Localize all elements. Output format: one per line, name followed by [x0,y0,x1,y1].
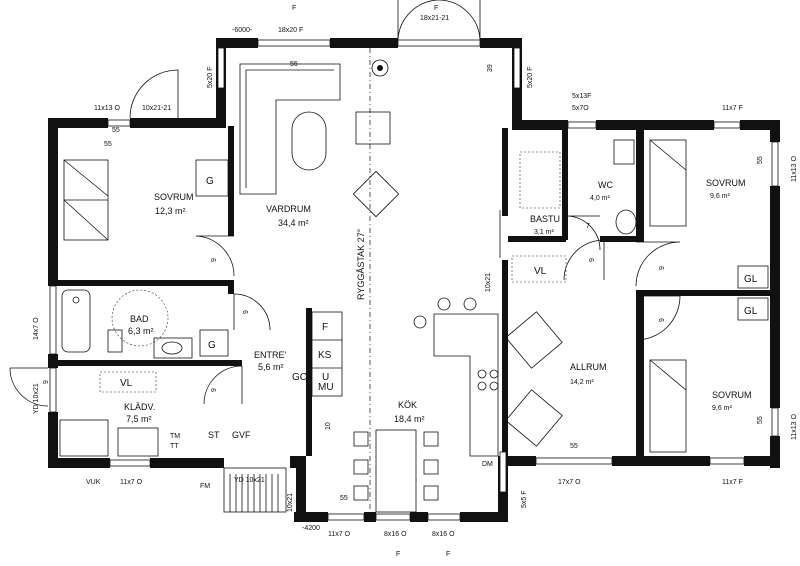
room-name-bastu: BASTU [530,214,560,224]
gc-label: GC [292,372,307,383]
room-labels: VARDRUM 34,4 m² SOVRUM 12,3 m² BAD 6,3 m… [124,178,752,424]
dim-9-c: 9 [211,388,218,392]
window-e-11x13-b: 11x13 O [791,414,798,440]
window-ne-11x7: 11x7 F [722,105,743,112]
label-vuk: VUK [86,479,101,486]
room-area-sovrum-w: 12,3 m² [155,206,186,216]
window-s-8x16-b: 8x16 O [432,531,455,538]
room-area-allrum: 14,2 m² [570,379,594,386]
windows [49,39,779,521]
room-name-vardrum: VARDRUM [266,204,311,214]
room-name-sovrum-se: SOVRUM [712,390,752,400]
dim-55-bath: 55 [112,127,120,134]
dim-9-a: 9 [211,258,218,262]
room-area-wc: 4,0 m² [590,195,611,202]
room-name-kladv: KLÄDV. [124,402,155,412]
vl-label-2: VL [534,266,547,277]
window-s-11x7-b: 11x7 O [328,531,351,538]
dim-10: 10 [325,422,332,430]
window-left-5x20: 5x20 F [207,67,214,88]
room-area-sovrum-se: 9,6 m² [712,405,733,412]
top-f-1: F [292,5,296,12]
nw-door [129,69,179,119]
room-name-wc: WC [598,180,613,190]
st-label: ST [208,430,220,440]
room-area-kladv: 7,5 m² [126,414,152,424]
dim-55-s1: 55 [570,443,578,450]
dim-9-d: 9 [589,258,596,262]
dim-39: 39 [487,64,494,72]
room-area-entre: 5,6 m² [258,362,284,372]
dm-label: DM [482,461,493,468]
room-name-entre: ENTRE' [254,350,287,360]
interior-doors [9,215,681,407]
window-s-11x7-a: 11x7 O [120,479,143,486]
label-6000: -6000- [232,27,253,34]
dim-55-nw: 55 [104,141,112,148]
door-nw-10x21: 10x21-21 [142,105,171,112]
room-area-bad: 6,3 m² [128,326,154,336]
dim-9-g: 9 [43,380,50,384]
room-area-vardrum: 34,4 m² [278,218,309,228]
door-w-yd10x21: YD 10x21 [33,383,40,414]
room-name-allrum: ALLRUM [570,362,607,372]
room-name-bad: BAD [130,314,149,324]
door-18x21: 18x21-21 [420,15,449,22]
opening-labels: -6000- 18x20 F 18x21-21 F F 5x20 F 5x20 … [33,5,798,558]
fireplace-icon [371,59,389,77]
oven-label: U [322,372,329,383]
dimension-labels: 55 39 55 9 9 9 9 9 9 9 7 10 10x21 55 55 … [43,61,764,502]
window-s-11x7-c: 11x7 F [722,479,743,486]
freezer-label: KS [318,350,332,361]
room-name-sovrum-ne: SOVRUM [706,178,746,188]
closet-gl-1: GL [744,274,758,285]
vl-label-1: VL [120,378,133,389]
window-e-11x13-a: 11x13 O [791,156,798,182]
window-s-17x7: 17x7 O [558,479,581,486]
dim-55-e1: 55 [757,156,764,164]
closet-gl-2: GL [744,306,758,317]
bottom-f-2: F [446,551,450,558]
label-fm: FM [200,483,210,490]
dim-9-b: 9 [243,310,250,314]
window-right-5x20: 5x20 F [527,67,534,88]
window-s-5x5: 5x5 F [521,490,528,508]
furniture [59,59,769,513]
window-18x20: 18x20 F [278,27,303,34]
dim-9-f: 9 [659,318,666,322]
terrace-doors [397,0,481,41]
window-5x13: 5x13F [572,93,591,100]
room-area-bastu: 3,1 m² [534,229,555,236]
room-area-kok: 18,4 m² [394,414,425,424]
dim-9-e: 9 [659,266,666,270]
closet-g-1: G [206,176,214,187]
dim-7: 7 [586,223,590,230]
window-5x7: 5x7O [572,105,589,112]
door-s-10x21: 10x21 [287,493,294,512]
dim-55-e2: 55 [757,416,764,424]
gvf-label: GVF [232,430,251,440]
closet-g-2: G [208,340,216,351]
dim-55-top: 55 [290,61,298,68]
room-name-sovrum-w: SOVRUM [154,192,194,202]
room-area-sovrum-ne: 9,6 m² [710,193,731,200]
room-name-kok: KÖK [398,400,417,410]
fridge-label: F [322,322,328,333]
label-4200: -4200 [302,525,320,532]
fixture-labels: G G GL GL VL VL F KS U MU GC TM TT ST GV… [120,176,758,468]
micro-label: MU [318,382,334,393]
dim-10x21: 10x21 [485,273,492,292]
ridge-label: RYGGÅSTAK 27° [356,228,366,300]
bottom-f-1: F [396,551,400,558]
dim-55-s2: 55 [340,495,348,502]
top-f-2: F [434,5,438,12]
door-s-yd10x21: YD 10x21 [234,477,265,484]
window-w-14x7: 14x7 O [33,317,40,340]
interior-walls [58,126,770,460]
window-s-8x16-a: 8x16 O [384,531,407,538]
tt-label: TT [170,443,179,450]
window-nw-11x13: 11x13 O [94,105,120,112]
tm-label: TM [170,433,180,440]
